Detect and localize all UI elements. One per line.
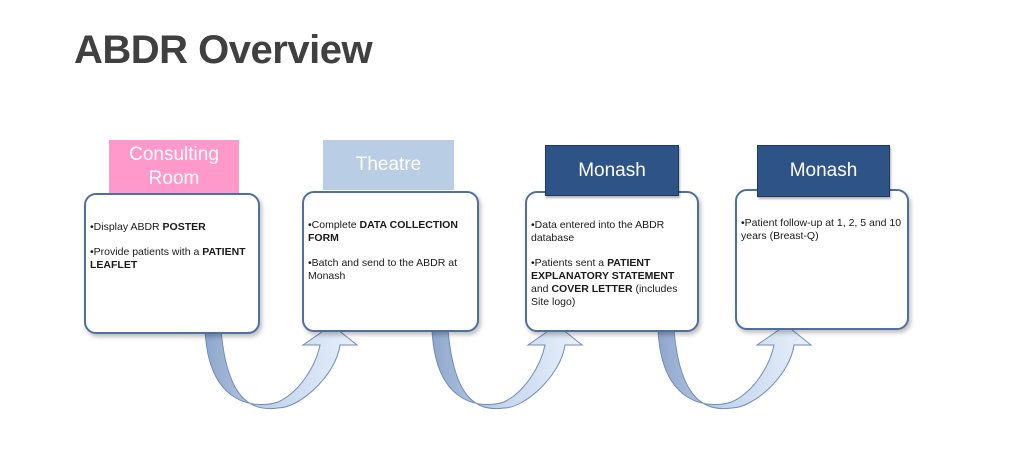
stage-4-bullet-1: •Patient follow-up at 1, 2, 5 and 10 yea… (741, 217, 902, 242)
stage-2-bullet-2: •Batch and send to the ABDR at Monash (308, 257, 458, 282)
stage-4-bullets: •Patient follow-up at 1, 2, 5 and 10 yea… (741, 217, 903, 243)
stage-3-bullet-2: •Patients sent a PATIENT EXPLANATORY STA… (531, 257, 678, 308)
flow-arrow-2 (431, 324, 584, 410)
stage-box-1: •Display ABDR POSTER •Provide patients wi… (84, 193, 260, 334)
stage-label-consulting-room: Consulting Room (109, 140, 239, 193)
stage-1-bullet-1: •Display ABDR POSTER (90, 221, 206, 233)
flow-arrow-3 (657, 324, 813, 410)
stage-label-monash-1: Monash (545, 145, 679, 196)
stage-label-theatre: Theatre (323, 140, 454, 190)
stage-box-2: •Complete DATA COLLECTION FORM •Batch and… (302, 191, 479, 332)
stage-2-bullet-1: •Complete DATA COLLECTION FORM (308, 219, 458, 244)
stage-2-bullets: •Complete DATA COLLECTION FORM •Batch and… (308, 219, 473, 283)
stage-label-monash-2: Monash (757, 145, 890, 197)
stage-box-3: •Data entered into the ABDR database •Pat… (525, 191, 699, 332)
stage-1-bullets: •Display ABDR POSTER •Provide patients wi… (90, 221, 254, 272)
stage-box-4: •Patient follow-up at 1, 2, 5 and 10 yea… (735, 189, 909, 330)
stage-3-bullet-1: •Data entered into the ABDR database (531, 219, 665, 244)
stage-3-bullets: •Data entered into the ABDR database •Pat… (531, 219, 693, 309)
flow-arrow-1 (204, 324, 359, 410)
stage-1-bullet-2: •Provide patients with a PATIENT LEAFLET (90, 246, 246, 271)
page-title: ABDR Overview (74, 28, 373, 72)
